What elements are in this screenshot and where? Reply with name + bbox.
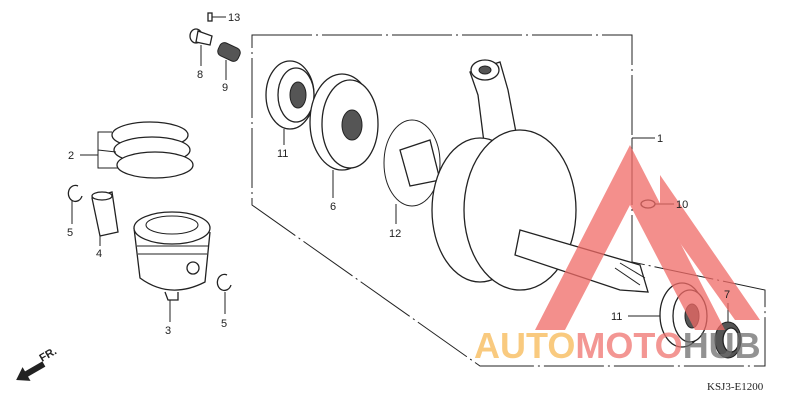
label-10: 10 xyxy=(676,199,688,211)
part-6-flywheel xyxy=(309,73,379,198)
part-9-spring xyxy=(217,42,241,80)
watermark-text-moto: MOTO xyxy=(575,325,682,366)
part-1-crankshaft xyxy=(399,59,655,293)
label-4: 4 xyxy=(96,248,102,260)
assembly-outline xyxy=(251,34,766,367)
label-7: 7 xyxy=(724,289,730,301)
part-13-pin xyxy=(207,12,226,22)
label-11-left: 11 xyxy=(277,148,288,160)
label-11-right: 11 xyxy=(611,311,622,323)
part-7-gear xyxy=(714,303,742,359)
watermark-text-auto: AUTO xyxy=(474,325,575,366)
part-8-valve xyxy=(189,28,213,66)
watermark-text-hub: HUB xyxy=(683,325,761,366)
label-3: 3 xyxy=(165,325,171,337)
watermark-text: AUTOMOTOHUB xyxy=(474,325,761,366)
label-5-left: 5 xyxy=(67,227,73,239)
front-direction-label: FR. xyxy=(38,345,59,364)
part-4-piston-pin xyxy=(91,191,119,246)
label-13: 13 xyxy=(228,12,240,24)
label-2: 2 xyxy=(68,150,74,162)
front-direction-arrow-icon xyxy=(16,361,46,381)
part-2-piston-rings xyxy=(80,121,194,179)
label-1: 1 xyxy=(657,133,663,145)
part-3-piston xyxy=(133,211,211,322)
part-5-clip-left xyxy=(67,184,83,224)
watermark-logo: AUTOMOTOHUB xyxy=(474,145,761,366)
label-12: 12 xyxy=(389,228,401,240)
label-5-right: 5 xyxy=(221,318,227,330)
label-8: 8 xyxy=(197,69,203,81)
label-9: 9 xyxy=(222,82,228,94)
diagram-code: KSJ3-E1200 xyxy=(707,381,764,393)
part-11-bearing-left xyxy=(265,60,315,145)
label-6: 6 xyxy=(330,201,336,213)
part-12-o-ring xyxy=(383,119,441,224)
part-5-clip-right xyxy=(216,273,232,314)
